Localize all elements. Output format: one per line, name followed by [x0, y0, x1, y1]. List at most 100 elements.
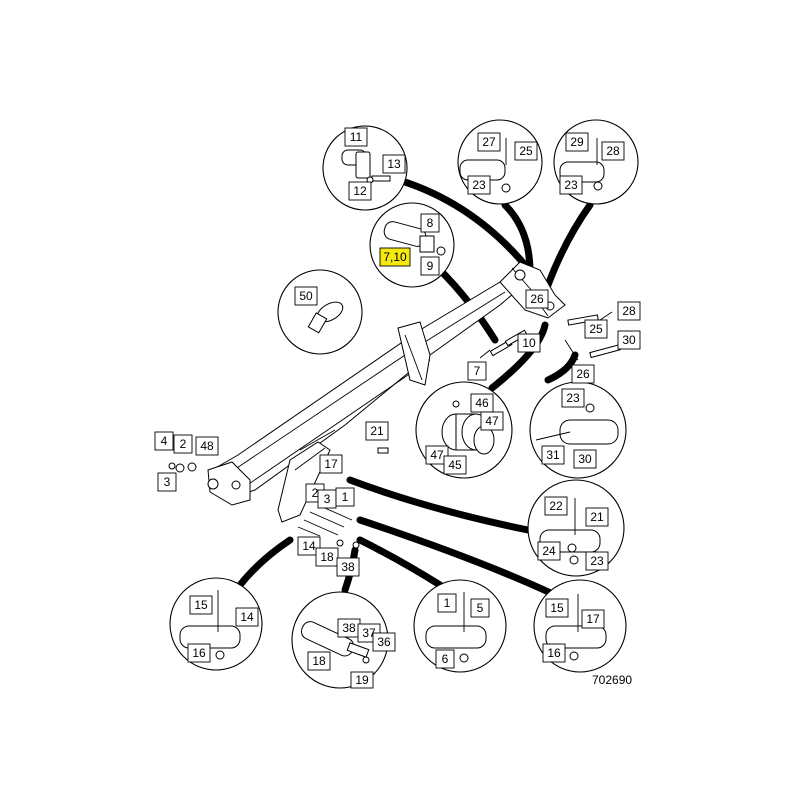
callout-3[interactable]: 3 [157, 472, 177, 492]
callout-47[interactable]: 47 [480, 411, 504, 431]
svg-text:3: 3 [164, 475, 171, 489]
svg-text:30: 30 [622, 333, 636, 347]
svg-text:30: 30 [578, 452, 592, 466]
svg-text:14: 14 [302, 539, 316, 553]
svg-text:27: 27 [482, 135, 496, 149]
svg-text:29: 29 [570, 135, 584, 149]
svg-text:28: 28 [622, 304, 636, 318]
svg-text:1: 1 [342, 490, 349, 504]
callout-10[interactable]: 10 [517, 333, 541, 353]
callout-22[interactable]: 22 [544, 496, 568, 516]
svg-text:7: 7 [474, 364, 481, 378]
svg-text:9: 9 [427, 259, 434, 273]
callout-5[interactable]: 5 [470, 598, 490, 618]
callout-38[interactable]: 38 [337, 618, 361, 638]
callout-7[interactable]: 7 [467, 361, 487, 381]
callout-1[interactable]: 1 [335, 487, 355, 507]
svg-text:38: 38 [341, 560, 355, 574]
callout-15[interactable]: 15 [545, 598, 569, 618]
callout-15[interactable]: 15 [189, 595, 213, 615]
callout-labels: 11 13 12 27 25 23 29 28 23 8 7,10 9 50 2… [154, 127, 641, 689]
callout-14[interactable]: 14 [235, 607, 259, 627]
bolt-stack [168, 462, 360, 549]
callout-9[interactable]: 9 [420, 256, 440, 276]
ram-cylinder [277, 441, 331, 523]
callout-31[interactable]: 31 [541, 445, 565, 465]
svg-text:22: 22 [549, 499, 563, 513]
callout-16[interactable]: 16 [187, 643, 211, 663]
svg-text:4: 4 [161, 434, 168, 448]
callout-26[interactable]: 26 [571, 364, 595, 384]
svg-text:16: 16 [192, 646, 206, 660]
callout-8[interactable]: 8 [420, 213, 440, 233]
callout-50[interactable]: 50 [294, 286, 318, 306]
svg-text:36: 36 [377, 635, 391, 649]
callout-14[interactable]: 14 [297, 536, 321, 556]
svg-text:8: 8 [427, 216, 434, 230]
callout-24[interactable]: 24 [537, 541, 561, 561]
callout-17[interactable]: 17 [319, 454, 343, 474]
callout-23[interactable]: 23 [561, 388, 585, 408]
svg-text:13: 13 [387, 157, 401, 171]
callout-25[interactable]: 25 [514, 141, 538, 161]
callout-25[interactable]: 25 [584, 319, 608, 339]
callout-13[interactable]: 13 [382, 154, 406, 174]
callout-23[interactable]: 23 [467, 175, 491, 195]
callout-19[interactable]: 19 [350, 671, 374, 689]
svg-text:23: 23 [590, 554, 604, 568]
callout-7-10[interactable]: 7,10 [379, 247, 411, 267]
leader-bands [236, 174, 594, 599]
svg-text:14: 14 [240, 610, 254, 624]
svg-text:38: 38 [342, 621, 356, 635]
callout-2[interactable]: 2 [173, 434, 193, 454]
reference-code: 702690 [592, 673, 632, 687]
callout-48[interactable]: 48 [195, 436, 219, 456]
svg-text:24: 24 [542, 544, 556, 558]
svg-text:16: 16 [547, 646, 561, 660]
callout-36[interactable]: 36 [372, 632, 396, 652]
svg-text:5: 5 [477, 601, 484, 615]
svg-text:23: 23 [472, 178, 486, 192]
callout-16[interactable]: 16 [542, 643, 566, 663]
callout-6[interactable]: 6 [435, 649, 455, 669]
callout-28[interactable]: 28 [601, 141, 625, 161]
detail-circle-clamp [277, 269, 363, 355]
svg-text:48: 48 [200, 439, 214, 453]
callout-46[interactable]: 46 [470, 393, 494, 413]
callout-23[interactable]: 23 [585, 551, 609, 571]
callout-30[interactable]: 30 [573, 449, 597, 469]
svg-text:28: 28 [606, 144, 620, 158]
svg-text:3: 3 [324, 492, 331, 506]
callout-21[interactable]: 21 [585, 507, 609, 527]
callout-4[interactable]: 4 [154, 431, 174, 451]
callout-21[interactable]: 21 [365, 421, 389, 441]
callout-17[interactable]: 17 [581, 609, 605, 629]
callout-30[interactable]: 30 [617, 330, 641, 350]
callout-12[interactable]: 12 [348, 181, 372, 201]
svg-text:26: 26 [530, 292, 544, 306]
main-boom-assembly [168, 261, 621, 549]
svg-text:25: 25 [519, 144, 533, 158]
callout-3[interactable]: 3 [317, 489, 337, 509]
callout-18[interactable]: 18 [315, 547, 339, 567]
svg-text:7,10: 7,10 [383, 250, 407, 264]
svg-text:23: 23 [566, 391, 580, 405]
callout-23[interactable]: 23 [559, 175, 583, 195]
svg-text:10: 10 [522, 336, 536, 350]
callout-27[interactable]: 27 [477, 132, 501, 152]
svg-text:25: 25 [589, 322, 603, 336]
callout-38[interactable]: 38 [336, 557, 360, 577]
callout-29[interactable]: 29 [565, 132, 589, 152]
callout-18[interactable]: 18 [307, 651, 331, 671]
callout-11[interactable]: 11 [344, 127, 368, 147]
svg-text:11: 11 [350, 130, 363, 144]
callout-47[interactable]: 47 [425, 445, 449, 465]
callout-45[interactable]: 45 [443, 455, 467, 475]
callout-1[interactable]: 1 [437, 593, 457, 613]
callout-26[interactable]: 26 [525, 289, 549, 309]
svg-text:50: 50 [299, 289, 313, 303]
svg-text:18: 18 [320, 550, 334, 564]
callout-28[interactable]: 28 [617, 301, 641, 321]
svg-text:47: 47 [430, 448, 444, 462]
